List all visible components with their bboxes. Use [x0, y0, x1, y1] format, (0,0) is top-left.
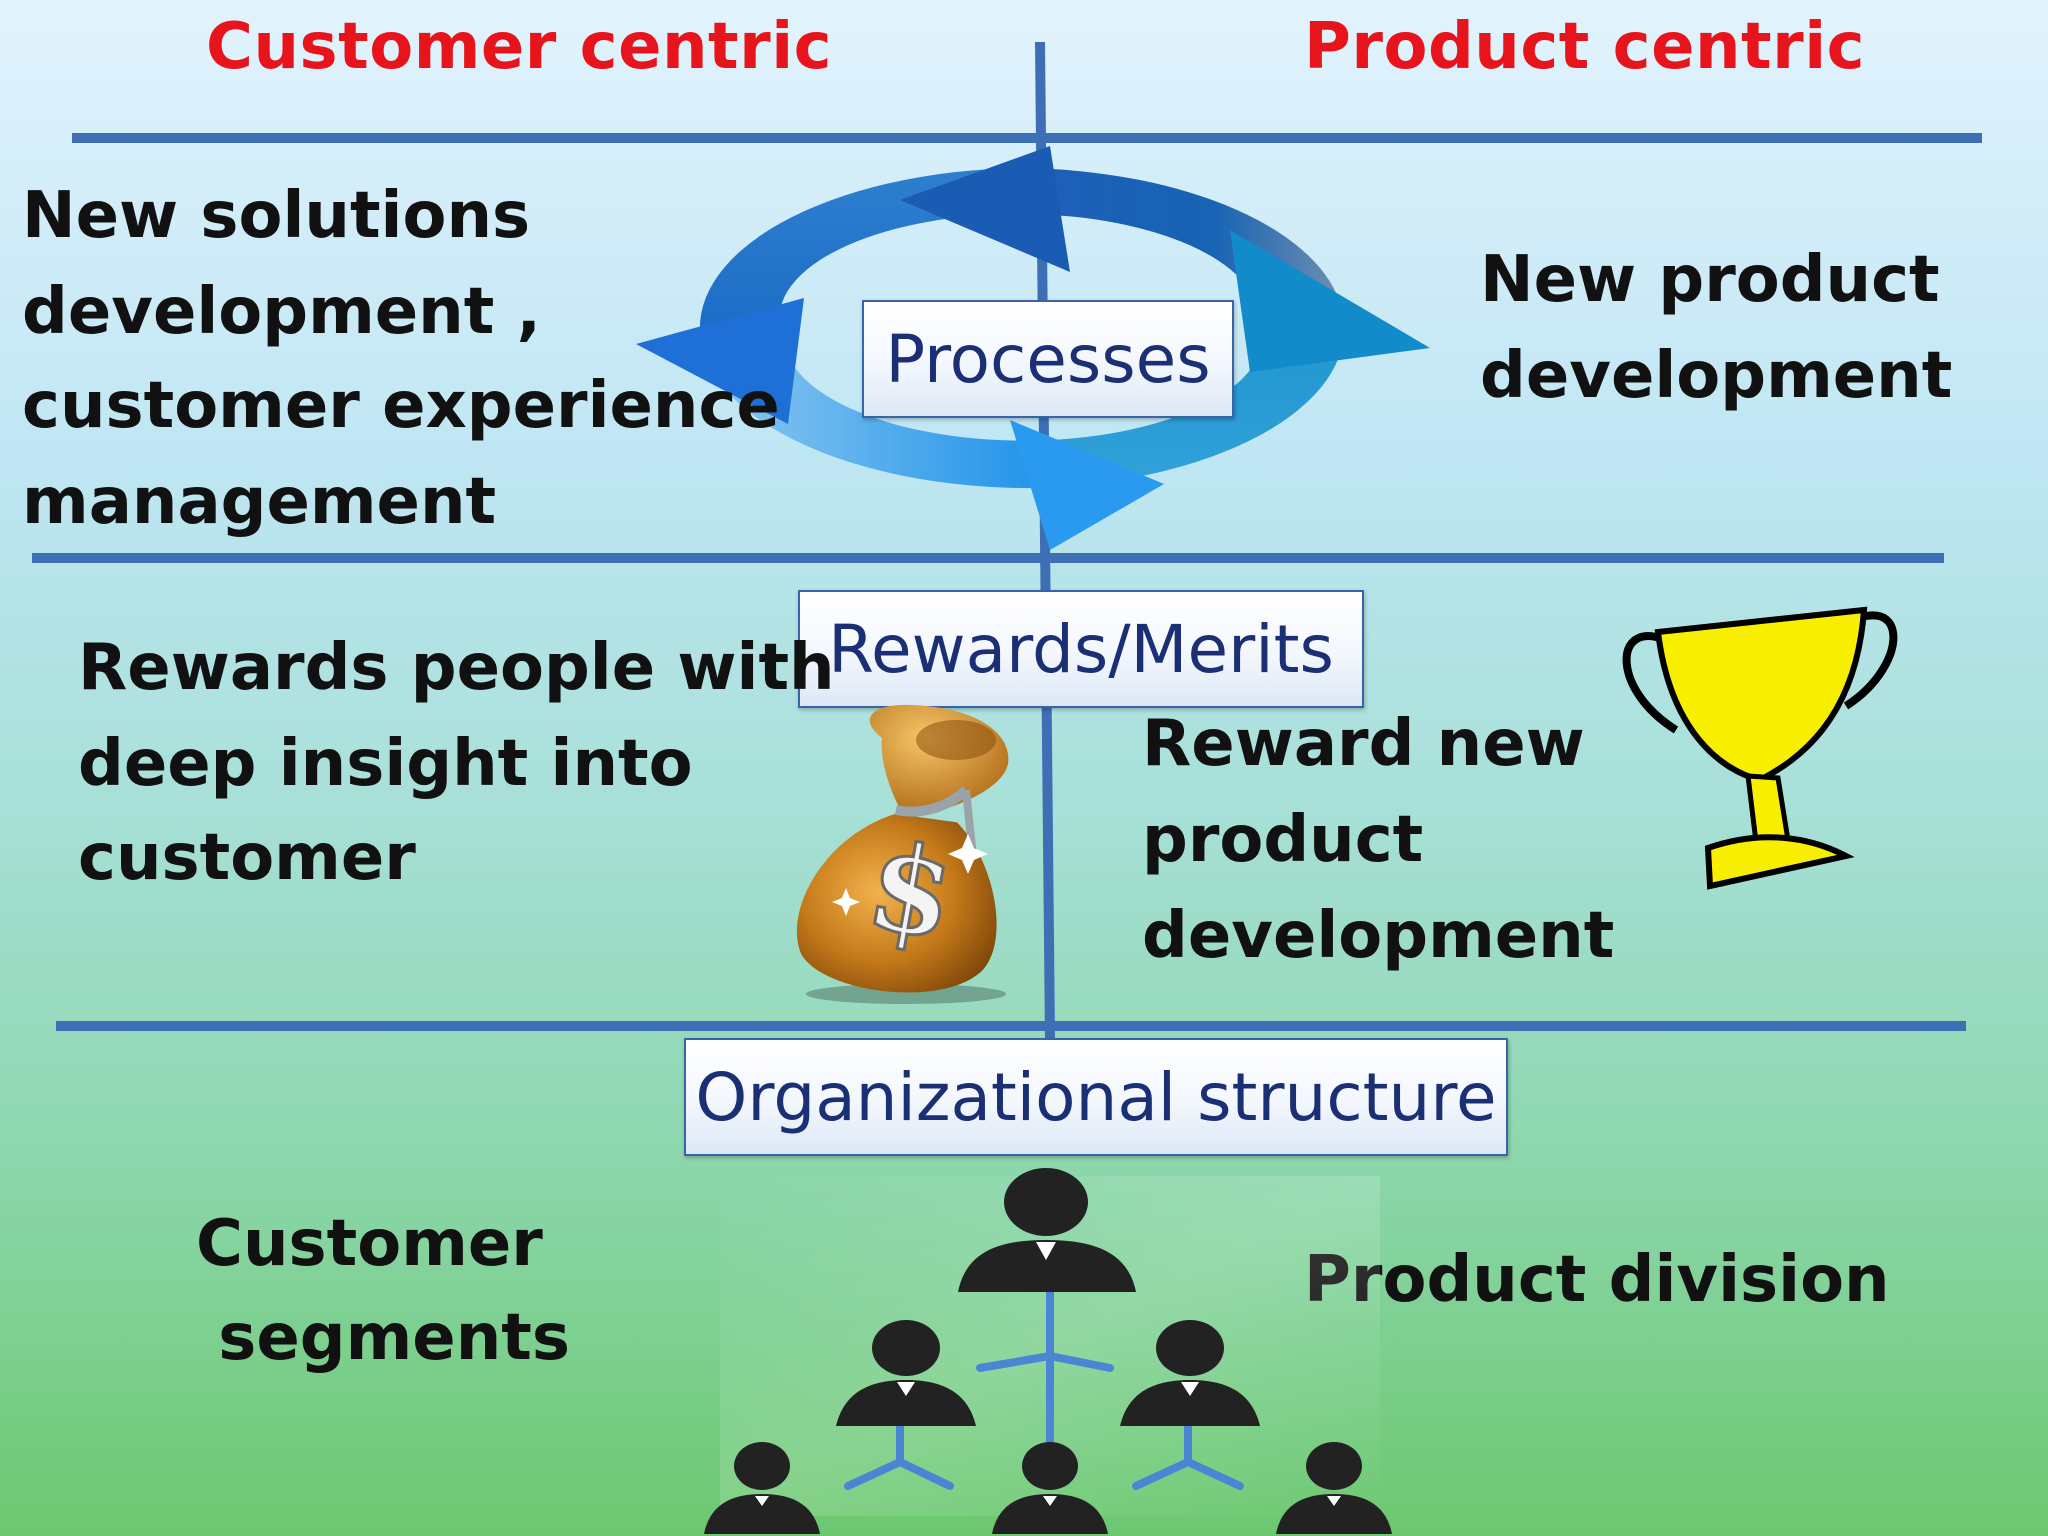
organization-left-line-1: Customer: [196, 1207, 543, 1281]
processes-left-line-1: New solutions: [22, 179, 531, 253]
processes-left-line-2: development ,: [22, 275, 541, 349]
org-chart-icon: [704, 1168, 1392, 1534]
processes-right-line-1: New product: [1480, 243, 1940, 317]
processes-left-line-4: management: [22, 465, 497, 539]
product-centric-header: Product centric: [1304, 10, 1866, 84]
rewards-right-line-1: Reward new: [1142, 707, 1585, 781]
organization-left-line-2: segments: [196, 1301, 570, 1375]
processes-right-line-2: development: [1480, 339, 1953, 413]
processes-left-line-3: customer experience: [22, 369, 780, 443]
customer-centric-header: Customer centric: [206, 10, 833, 84]
rewards-left-line-3: customer: [78, 821, 416, 895]
processes-label: Processes: [862, 300, 1234, 418]
rewards-label: Rewards/Merits: [798, 590, 1364, 708]
organization-label: Organizational structure: [684, 1038, 1508, 1156]
trophy-icon: [1622, 606, 1898, 890]
rewards-left-line-2: deep insight into: [78, 727, 693, 801]
rewards-right-line-3: development: [1142, 899, 1615, 973]
cycle-arrows-icon: [636, 146, 1430, 550]
rewards-left-line-1: Rewards people with: [78, 631, 835, 705]
organization-right-line-1: Product division: [1304, 1243, 1890, 1317]
money-bag-icon: $: [796, 704, 1009, 1004]
rewards-right-line-2: product: [1142, 803, 1424, 877]
